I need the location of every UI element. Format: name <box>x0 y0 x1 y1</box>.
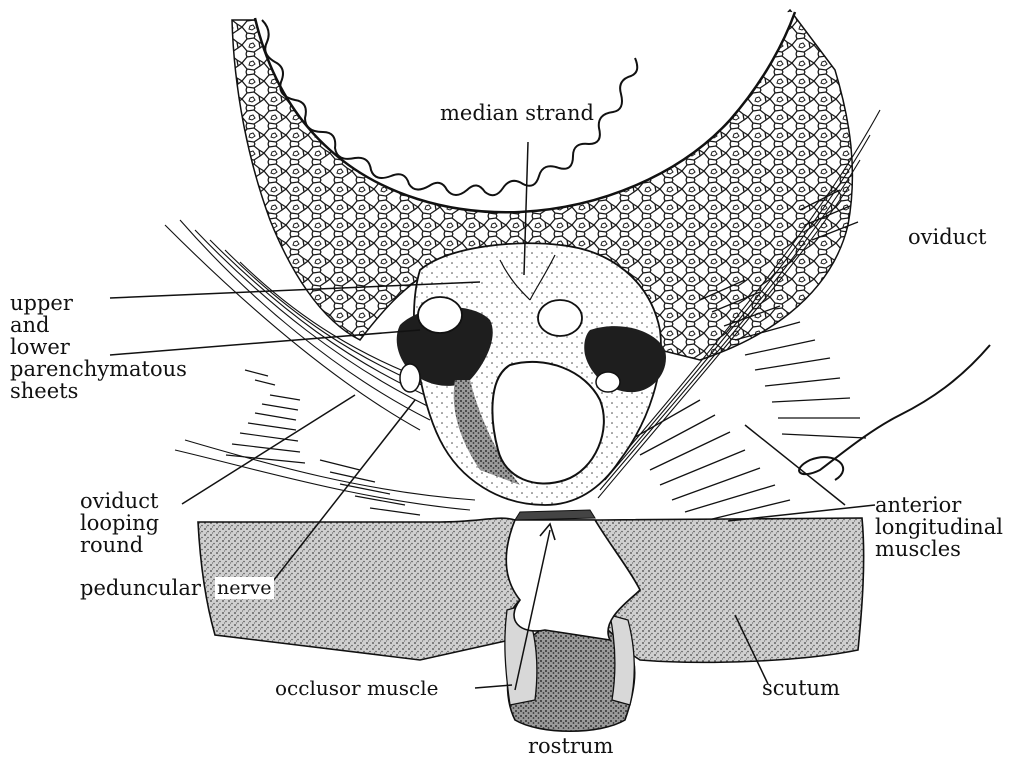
label-line: round <box>80 534 159 556</box>
label-line: anterior <box>875 494 1003 516</box>
label-rostrum: rostrum <box>528 735 613 757</box>
label-line: longitudinal <box>875 516 1003 538</box>
label-line: and <box>10 314 187 336</box>
label-oviduct-looping: oviduct looping round <box>80 490 159 556</box>
label-nerve: nerve <box>215 577 274 599</box>
label-occlusor-muscle: occlusor muscle <box>275 677 439 699</box>
label-median-strand: median strand <box>440 102 594 124</box>
label-anterior-longitudinal-muscles: anterior longitudinal muscles <box>875 494 1003 560</box>
left-anterior-muscles-hatching <box>226 370 420 515</box>
label-line: oviduct <box>80 490 159 512</box>
label-peduncular: peduncular <box>80 577 201 599</box>
label-line: looping <box>80 512 159 534</box>
label-line: lower <box>10 336 187 358</box>
label-scutum: scutum <box>762 677 840 699</box>
label-parenchymatous-sheets: upper and lower parenchymatous sheets <box>10 292 187 402</box>
left-nerve-ganglion <box>400 364 420 392</box>
basal-band <box>515 510 595 520</box>
right-nerve-ganglion <box>596 372 620 392</box>
label-oviduct: oviduct <box>908 226 986 248</box>
right-oviduct-loop <box>799 345 990 480</box>
label-line: sheets <box>10 380 187 402</box>
left-small-oval <box>418 297 462 333</box>
label-line: upper <box>10 292 187 314</box>
label-line: parenchymatous <box>10 358 187 380</box>
right-small-oval <box>538 300 582 336</box>
label-line: muscles <box>875 538 1003 560</box>
occlusor-leader <box>475 685 512 688</box>
